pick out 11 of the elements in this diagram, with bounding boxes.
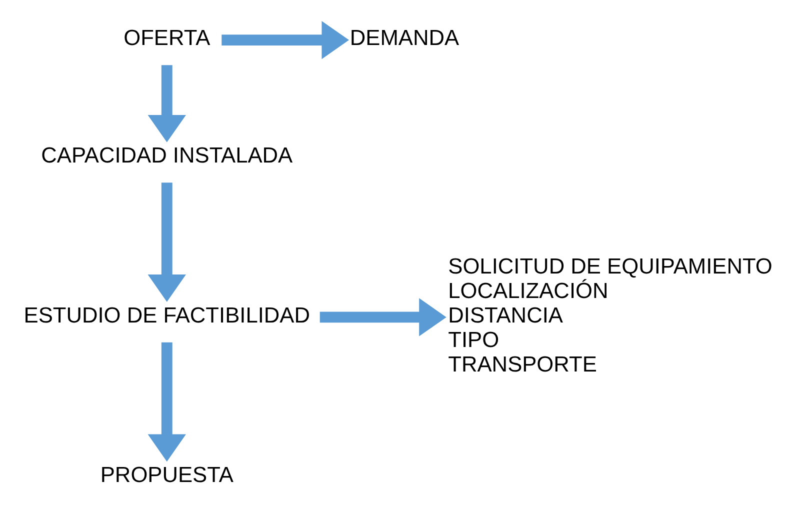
node-text: ESTUDIO DE FACTIBILIDAD: [24, 302, 310, 327]
arrow: [320, 298, 446, 336]
arrow: [148, 182, 186, 302]
node-text: OFERTA: [124, 24, 210, 50]
node-text: DEMANDA: [350, 24, 460, 50]
arrow: [148, 342, 186, 462]
node-text: PROPUESTA: [100, 462, 234, 487]
node-text: SOLICITUD DE EQUIPAMIENTO LOCALIZACIÓN DISTANCIA TIPO TRANSPORTE: [448, 252, 772, 376]
arrow: [148, 64, 186, 142]
node-text: CAPACIDAD INSTALADA: [41, 142, 293, 168]
arrow: [222, 20, 349, 59]
